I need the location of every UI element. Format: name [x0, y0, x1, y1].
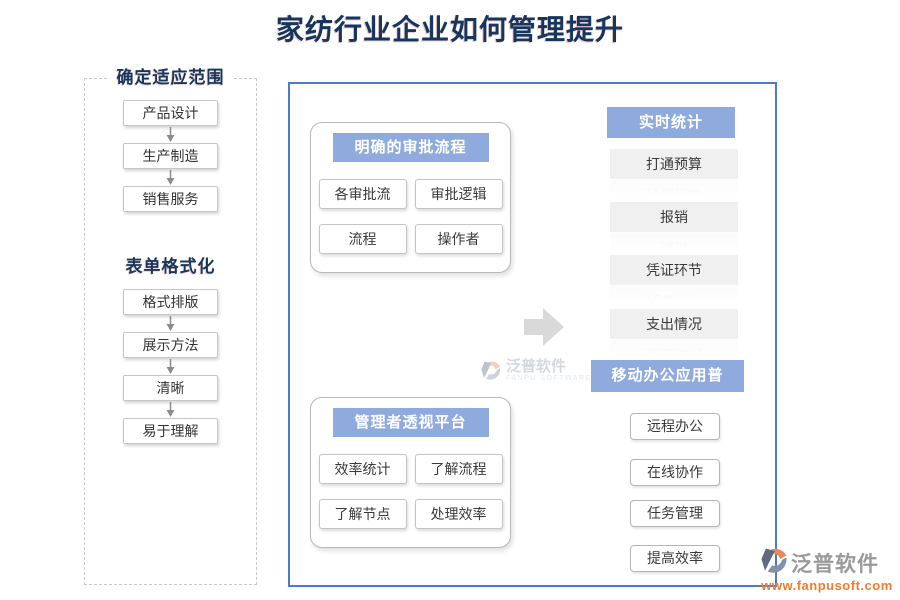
group-approval-flow-header: 明确的审批流程	[332, 133, 489, 162]
mobile-box: 远程办公	[630, 413, 720, 440]
item-box: 审批逻辑	[414, 179, 503, 209]
stat-box: 支出情况	[610, 309, 738, 339]
sidebar-section2-heading-row: 表单格式化	[85, 256, 256, 279]
step-box: 展示方法	[123, 332, 218, 358]
item-box: 处理效率	[414, 499, 503, 529]
group-approval-flow-items: 各审批流 审批逻辑 流程 操作者	[311, 179, 510, 254]
group-manager-platform: 管理者透视平台 效率统计 了解流程 了解节点 处理效率	[310, 397, 511, 548]
watermark-subtitle: FANPU SOFTWARE	[506, 375, 592, 382]
main-panel: 明确的审批流程 各审批流 审批逻辑 流程 操作者 管理者透视平台 效率统计 了解…	[288, 82, 777, 587]
item-box: 各审批流	[318, 179, 407, 209]
stats-column-header: 实时统计	[607, 107, 735, 138]
down-arrow-icon	[85, 315, 256, 332]
step-box: 生产制造	[123, 143, 218, 169]
mobile-box: 提高效率	[630, 545, 720, 572]
item-box: 操作者	[414, 224, 503, 254]
sidebar-section1-heading: 确定适应范围	[108, 67, 233, 89]
down-arrow-icon	[85, 401, 256, 418]
watermark-brand: 泛普软件	[506, 358, 567, 375]
sidebar-section2-heading: 表单格式化	[117, 256, 224, 278]
watermark: 泛普软件 FANPU SOFTWARE	[478, 358, 592, 387]
right-block-arrow-icon	[524, 307, 564, 352]
left-sidebar: 确定适应范围 产品设计 生产制造 销售服务 表单格式化 格式排版 展示方法 清晰…	[84, 67, 257, 585]
item-box: 了解节点	[318, 499, 407, 529]
mobile-box: 任务管理	[630, 500, 720, 527]
sidebar-section1-heading-row: 确定适应范围	[85, 67, 256, 90]
footer-website-url: www.fanpusoft.com	[761, 578, 893, 593]
stat-box: 凭证环节	[610, 255, 738, 285]
step-box: 易于理解	[123, 418, 218, 444]
mobile-box: 在线协作	[630, 459, 720, 486]
step-box: 格式排版	[123, 289, 218, 315]
item-box: 流程	[318, 224, 407, 254]
stat-box-reflection: 凭证环节	[610, 286, 738, 303]
stat-box-reflection: 报销	[610, 233, 738, 250]
stat-box: 报销	[610, 202, 738, 232]
down-arrow-icon	[85, 358, 256, 375]
fanpu-swirl-logo-icon	[478, 358, 502, 387]
down-arrow-icon	[85, 169, 256, 186]
fanpu-swirl-logo-icon	[757, 544, 789, 581]
down-arrow-icon	[85, 126, 256, 143]
footer-brand-logo: 泛普软件 www.fanpusoft.com	[757, 544, 897, 593]
stat-box-reflection: 打通预算	[610, 180, 738, 197]
step-box: 清晰	[123, 375, 218, 401]
step-box: 产品设计	[123, 100, 218, 126]
footer-brand-name: 泛普软件	[791, 552, 879, 576]
group-manager-platform-header: 管理者透视平台	[332, 408, 489, 437]
mobile-column-header: 移动办公应用普	[591, 360, 744, 392]
item-box: 效率统计	[318, 454, 407, 484]
watermark-text: 泛普软件 FANPU SOFTWARE	[506, 358, 592, 383]
stat-box: 打通预算	[610, 149, 738, 179]
stat-box-reflection: 支出情况	[610, 340, 738, 357]
step-box: 销售服务	[123, 186, 218, 212]
footer-brand-row: 泛普软件	[757, 544, 897, 581]
item-box: 了解流程	[414, 454, 503, 484]
group-approval-flow: 明确的审批流程 各审批流 审批逻辑 流程 操作者	[310, 122, 511, 273]
page-title: 家纺行业企业如何管理提升	[275, 15, 624, 46]
group-manager-platform-items: 效率统计 了解流程 了解节点 处理效率	[311, 454, 510, 529]
